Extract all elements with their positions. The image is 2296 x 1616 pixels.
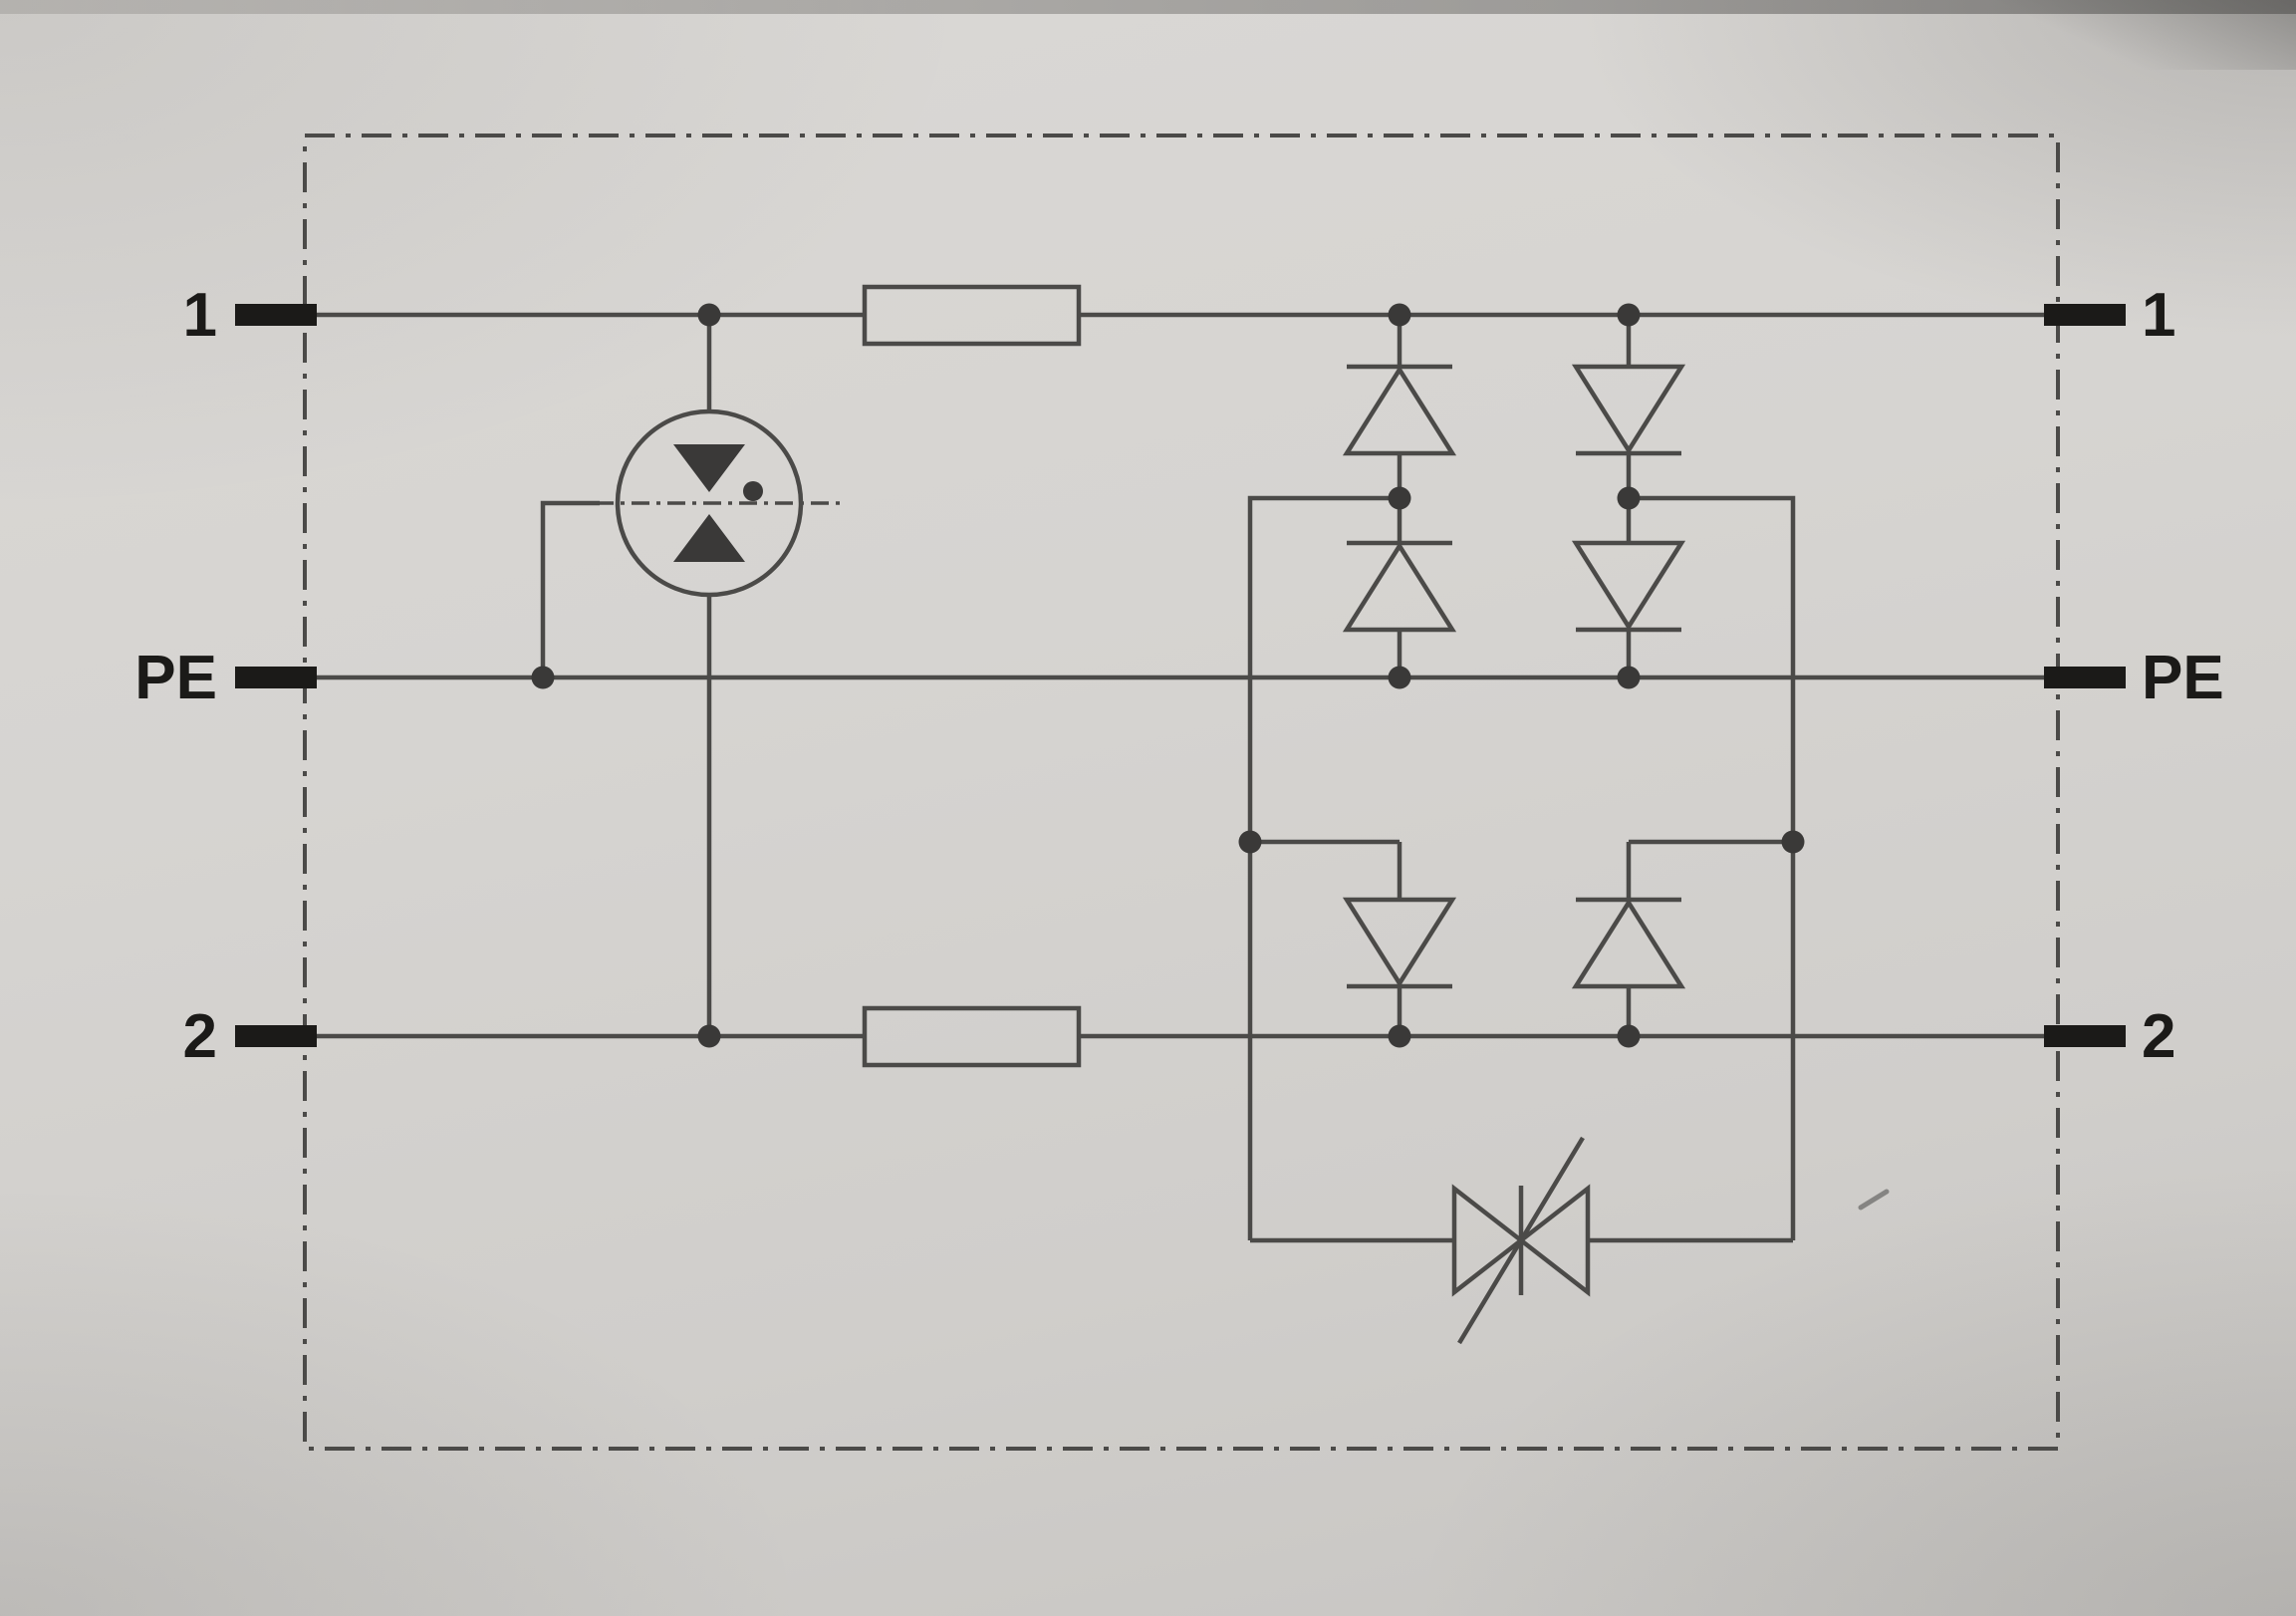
terminal-right-line1: 1 (2044, 281, 2175, 350)
junction-dot (1617, 303, 1641, 327)
resistor-line2 (862, 1005, 1082, 1068)
terminal-bar (2044, 667, 2126, 688)
terminal-label: 2 (183, 1002, 217, 1071)
junction-dot (1388, 303, 1411, 327)
junction-dot (1617, 1024, 1641, 1048)
rail-left (1247, 495, 1400, 1240)
thyristor-breakover-stroke (1457, 1136, 1585, 1345)
photo-edge-shadow (0, 0, 2296, 14)
terminal-left-line2: 2 (183, 1002, 317, 1071)
junction-dot (531, 666, 555, 689)
terminal-right-line2: 2 (2044, 1002, 2175, 1071)
junction-dot (1388, 666, 1411, 689)
junction-dot (1388, 1024, 1411, 1048)
diode-triangle-down-icon (1571, 364, 1686, 455)
terminal-bar (235, 1025, 317, 1047)
junction-dot (697, 303, 721, 327)
terminal-bar (2044, 1025, 2126, 1047)
photo-corner-shadow (1957, 0, 2296, 70)
terminal-right-pe: PE (2044, 644, 2224, 712)
bridge-rails (1247, 495, 1796, 1240)
diode-triangle-down-icon (1342, 897, 1457, 988)
terminal-bar (2044, 304, 2126, 326)
gdt-bottom-electrode-arrow-icon (673, 514, 745, 562)
bidirectional-thyristor (1250, 1136, 1793, 1345)
terminal-left-pe: PE (134, 644, 317, 712)
junction-dot (1238, 830, 1262, 854)
upper-diode-column-left (1342, 315, 1457, 677)
terminal-label: 2 (2142, 1002, 2175, 1071)
diode-triangle-down-icon (1571, 540, 1686, 632)
pe-electrode-lead (540, 500, 600, 677)
thyristor-triangle-left-icon (1517, 1184, 1591, 1297)
lower-diode-right (1571, 842, 1686, 1036)
terminal-label: PE (2142, 644, 2224, 712)
resistor-line1 (862, 284, 1082, 347)
junction-dot (1617, 666, 1641, 689)
gas-discharge-tube (540, 315, 843, 1036)
junction-dot (697, 1024, 721, 1048)
junction-dot (1617, 486, 1641, 510)
enclosure-boundary (303, 134, 2060, 1451)
diode-triangle-up-icon (1342, 365, 1457, 456)
gdt-gas-dot-icon (743, 481, 763, 501)
junction-dots (531, 303, 1805, 1048)
thyristor-triangle-right-icon (1451, 1184, 1525, 1297)
diode-triangle-up-icon (1342, 541, 1457, 633)
rail-right (1629, 495, 1796, 1240)
terminal-label: PE (134, 644, 217, 712)
terminal-bar (235, 667, 317, 688)
terminal-label: 1 (2142, 281, 2175, 350)
diode-triangle-up-icon (1571, 898, 1686, 989)
stray-pen-mark (1858, 1189, 1890, 1211)
gdt-top-electrode-arrow-icon (673, 444, 745, 492)
junction-dot (1781, 830, 1805, 854)
junction-dot (1388, 486, 1411, 510)
terminal-bar (235, 304, 317, 326)
lower-diode-left (1342, 842, 1457, 1036)
terminal-label: 1 (183, 281, 217, 350)
terminal-left-line1: 1 (183, 281, 317, 350)
